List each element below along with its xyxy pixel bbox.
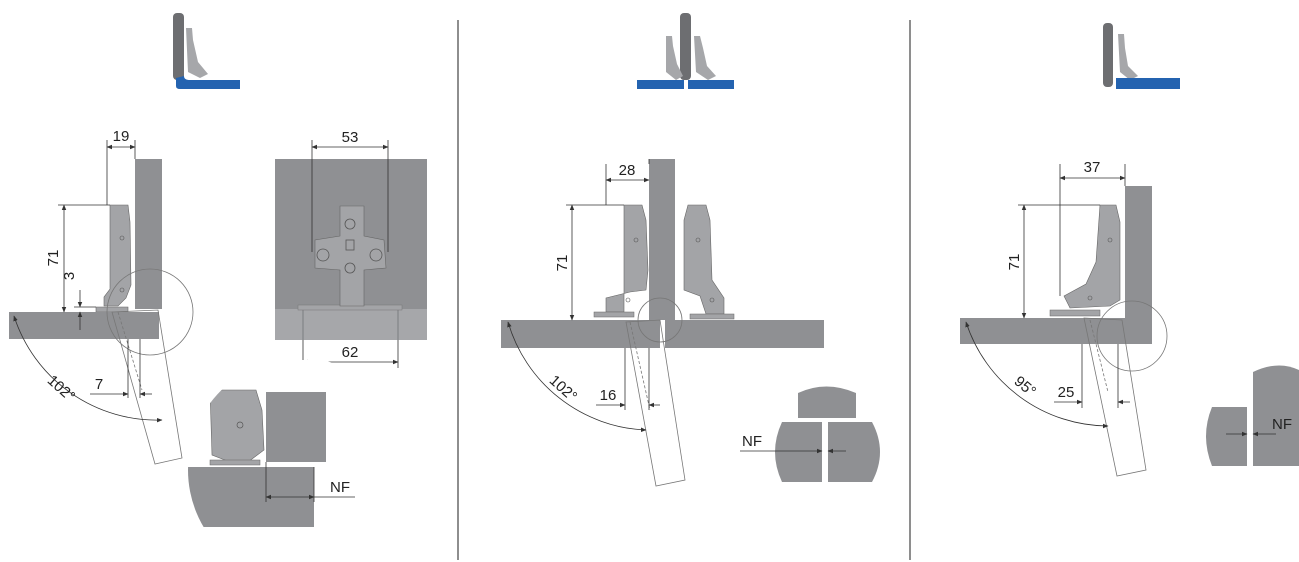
detail-label-2: NF	[742, 433, 762, 450]
dim-angle-1: 102°	[44, 372, 78, 405]
detail-label-3: NF	[1272, 416, 1292, 433]
panel-full-overlay: 19 71 3 102° 7	[9, 13, 427, 562]
hinge-body-left	[593, 204, 649, 318]
cabinet-side-panel	[1125, 186, 1152, 344]
panel-inset: 37 71 95° 25 NF	[960, 23, 1299, 477]
cabinet-side-panel	[135, 159, 162, 309]
door-panel-left	[501, 320, 660, 348]
detail-view-2: NF	[740, 386, 880, 482]
dim-base-width: 62	[342, 344, 359, 361]
detail-label-1: NF	[330, 479, 350, 496]
dim-height-1: 71	[45, 250, 62, 267]
dim-angle-3: 95°	[1011, 373, 1039, 401]
dim-width-3: 37	[1084, 159, 1101, 176]
hinge-body-right	[683, 204, 735, 320]
hinge-body	[95, 204, 132, 313]
hinge-body	[1049, 204, 1121, 317]
inset-icon	[1103, 23, 1180, 89]
cabinet-side-panel	[649, 159, 675, 320]
dim-distance-2: 16	[600, 387, 617, 404]
dim-hole-spacing: 53	[342, 129, 359, 146]
detail-view-3: NF	[1206, 365, 1299, 466]
half-overlay-icon	[637, 13, 734, 89]
door-panel	[9, 312, 159, 339]
dim-distance-3: 25	[1058, 384, 1075, 401]
dim-height-3: 71	[1006, 254, 1023, 271]
dim-angle-2: 102°	[546, 372, 580, 405]
dim-width-1: 19	[113, 128, 130, 145]
dim-distance-1: 7	[95, 376, 103, 393]
door-panel-right	[665, 320, 824, 348]
full-overlay-icon	[173, 13, 240, 89]
dim-height-2: 71	[554, 255, 571, 272]
panel-half-overlay: 28 71 102° 16 NF	[501, 13, 880, 487]
mounting-plate-view	[275, 159, 427, 340]
detail-view-1: NF	[188, 360, 412, 562]
dim-width-2: 28	[619, 162, 636, 179]
dim-gap-1: 3	[61, 272, 78, 280]
